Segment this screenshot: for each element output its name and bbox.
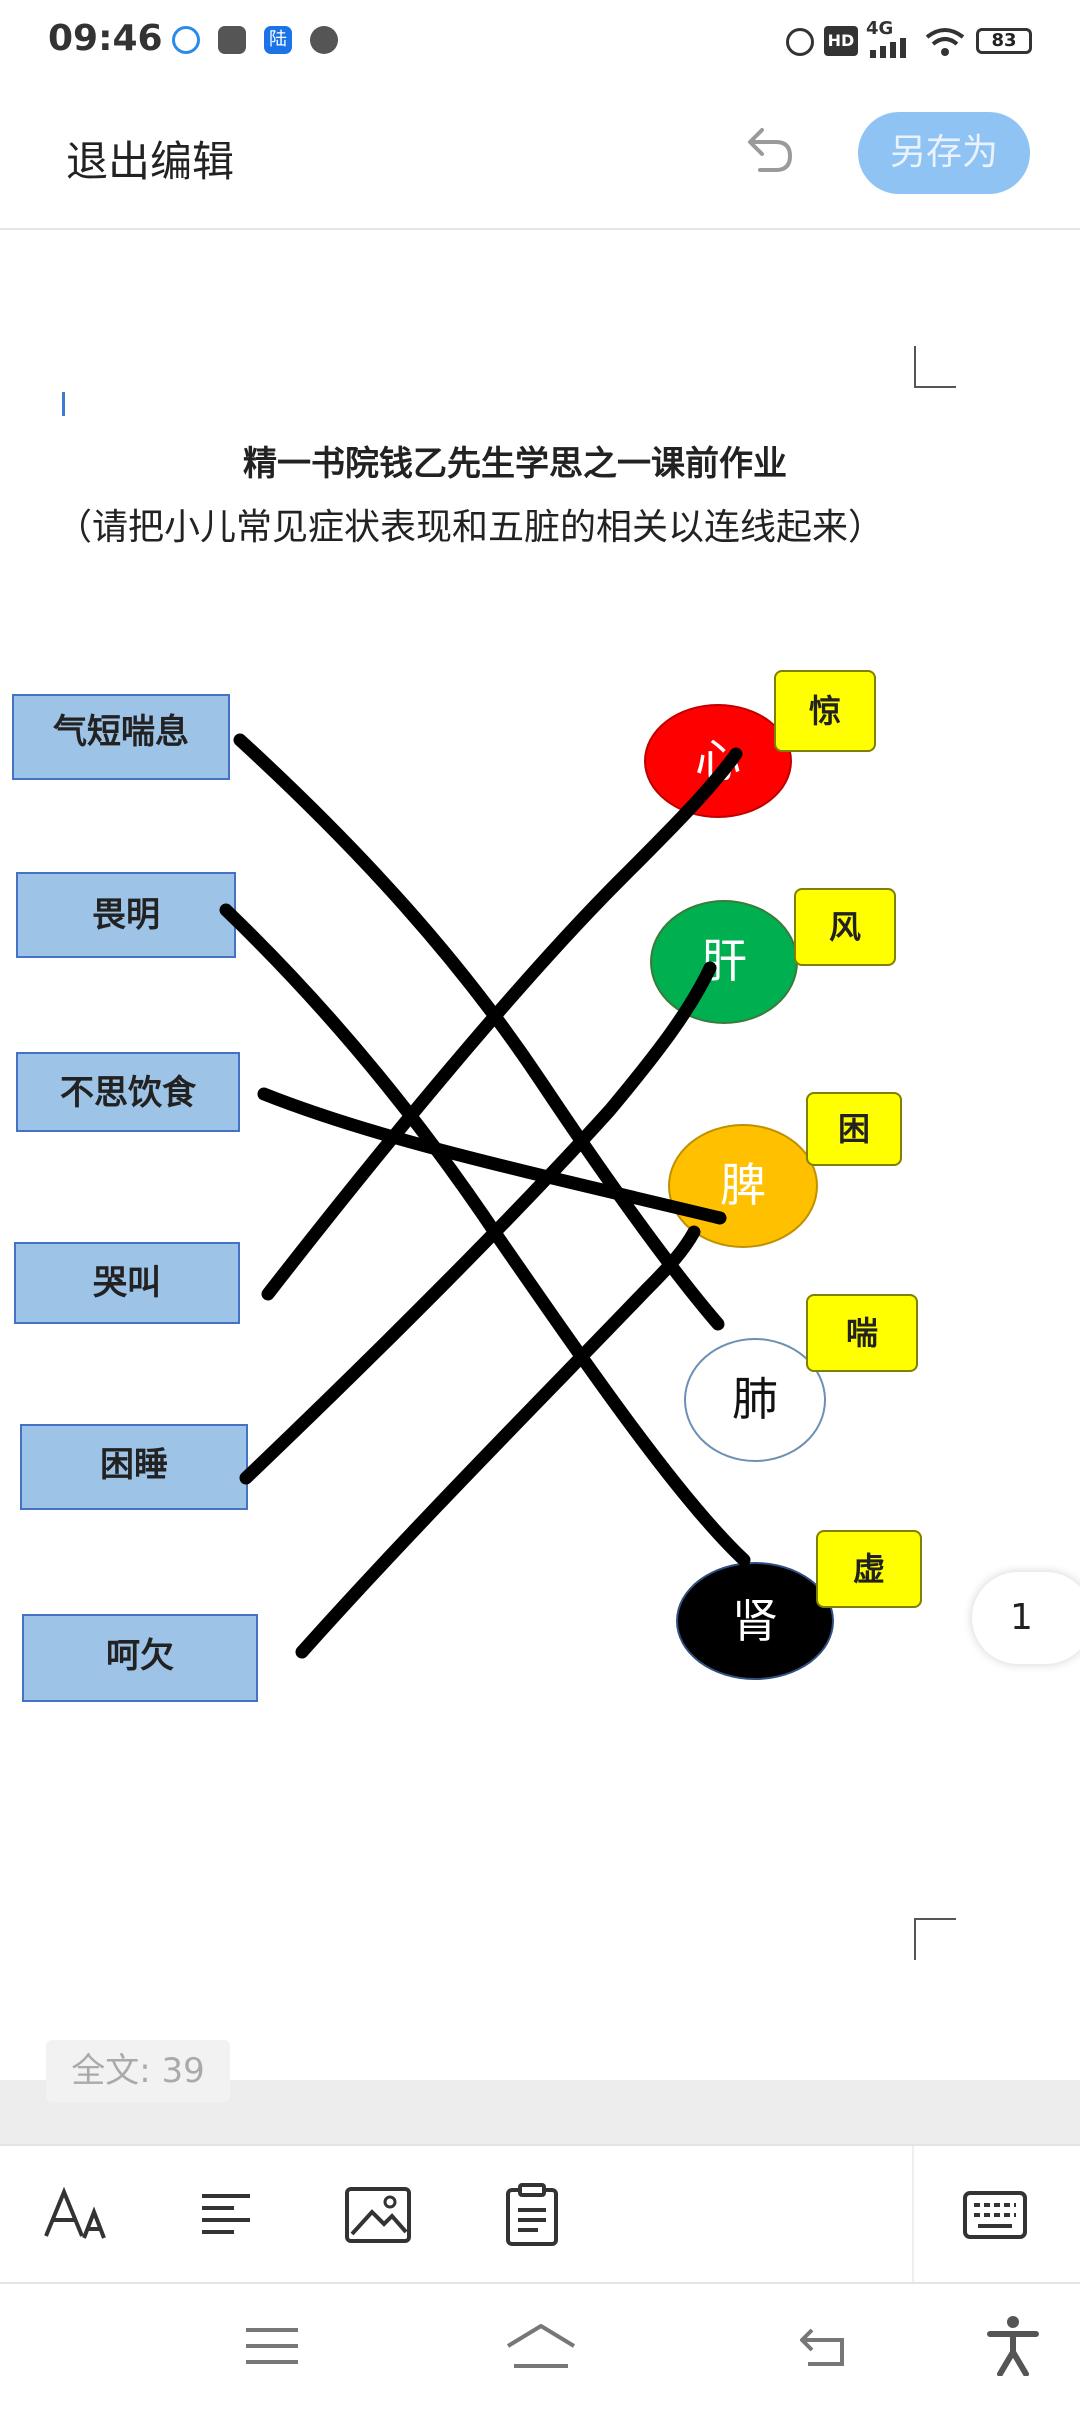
tag-kun[interactable]: 困 <box>806 1092 902 1166</box>
symptom-label: 呵欠 <box>106 1636 174 1676</box>
symptom-label: 畏明 <box>92 895 160 935</box>
line-appetite-to-spleen <box>257 1087 727 1225</box>
tag-label: 喘 <box>845 1314 878 1352</box>
tag-xu[interactable]: 虚 <box>816 1530 922 1608</box>
organ-liver[interactable]: 肝 <box>650 900 798 1024</box>
signal-label: 4G <box>866 18 894 39</box>
organ-kidney[interactable]: 肾 <box>676 1562 834 1680</box>
tag-label: 困 <box>837 1110 870 1148</box>
keyboard-icon[interactable] <box>962 2190 1028 2240</box>
organ-label: 脾 <box>720 1158 766 1212</box>
symptom-label: 困睡 <box>100 1445 168 1485</box>
status-time: 09:46 <box>48 18 163 59</box>
document-title[interactable]: 精一书院钱乙先生学思之一课前作业 <box>243 444 787 484</box>
exit-edit-button[interactable]: 退出编辑 <box>66 137 235 186</box>
editor-toolbar <box>0 2144 1080 2282</box>
symptom-box-3[interactable]: 不思饮食 <box>16 1052 240 1132</box>
tag-label: 虚 <box>852 1550 885 1588</box>
signal-icon <box>870 38 906 58</box>
app-badge-icon: 陆 <box>264 26 292 54</box>
symptom-box-4[interactable]: 哭叫 <box>14 1242 240 1324</box>
clipboard-icon[interactable] <box>504 2182 560 2246</box>
menu-icon[interactable] <box>244 2324 300 2368</box>
organ-lung[interactable]: 肺 <box>684 1338 826 1462</box>
tag-label: 惊 <box>808 692 841 730</box>
symptom-box-2[interactable]: 畏明 <box>16 872 236 958</box>
tag-label: 风 <box>828 908 861 946</box>
page-corner-top <box>914 346 956 388</box>
align-icon[interactable] <box>200 2188 254 2242</box>
text-cursor <box>62 392 65 416</box>
symptom-label: 气短喘息 <box>53 712 189 752</box>
font-size-icon[interactable] <box>42 2184 112 2244</box>
app-badge-text: 陆 <box>269 29 287 50</box>
symptom-box-5[interactable]: 困睡 <box>20 1424 248 1510</box>
status-bar: 09:46 陆 HD 4G 83 <box>0 0 1080 84</box>
organ-label: 肺 <box>732 1372 778 1426</box>
hd-icon: HD <box>824 26 858 56</box>
symptom-box-6[interactable]: 呵欠 <box>22 1614 258 1702</box>
hd-text: HD <box>827 31 855 50</box>
save-as-button[interactable]: 另存为 <box>858 112 1030 194</box>
symptom-box-1[interactable]: 气短喘息 <box>12 694 230 780</box>
organ-heart[interactable]: 心 <box>644 704 792 818</box>
line-sleep-to-liver <box>239 961 717 1485</box>
document-instruction[interactable]: （请把小儿常见症状表现和五脏的相关以连线起来） <box>56 507 885 548</box>
symptom-label: 哭叫 <box>93 1263 161 1303</box>
battery-indicator: 83 <box>976 28 1032 54</box>
page-indicator[interactable]: 1 <box>972 1572 1080 1664</box>
wifi-icon <box>925 28 965 56</box>
line-cry-to-heart <box>261 747 743 1301</box>
undo-icon[interactable] <box>738 120 798 180</box>
tag-jing[interactable]: 惊 <box>774 670 876 752</box>
app-notification-icon <box>172 26 200 54</box>
accessibility-icon[interactable] <box>986 2314 1040 2376</box>
video-notification-icon <box>218 26 246 54</box>
alarm-icon <box>786 28 814 56</box>
tag-chuan[interactable]: 喘 <box>806 1294 918 1372</box>
page-corner-bottom <box>914 1918 956 1960</box>
symptom-label: 不思饮食 <box>60 1073 196 1113</box>
image-icon[interactable] <box>344 2186 412 2244</box>
word-count-label: 全文: 39 <box>46 2040 230 2102</box>
line-photophobia-to-kidney <box>219 903 751 1567</box>
home-icon[interactable] <box>504 2322 578 2372</box>
line-yawn-to-spleen <box>295 1225 701 1659</box>
editor-header: 退出编辑 另存为 <box>0 84 1080 230</box>
toolbar-separator <box>912 2146 914 2282</box>
back-icon[interactable] <box>796 2322 850 2370</box>
system-nav-bar <box>0 2282 1080 2410</box>
tag-feng[interactable]: 风 <box>794 888 896 966</box>
organ-label: 肾 <box>732 1594 778 1648</box>
compass-notification-icon <box>310 26 338 54</box>
